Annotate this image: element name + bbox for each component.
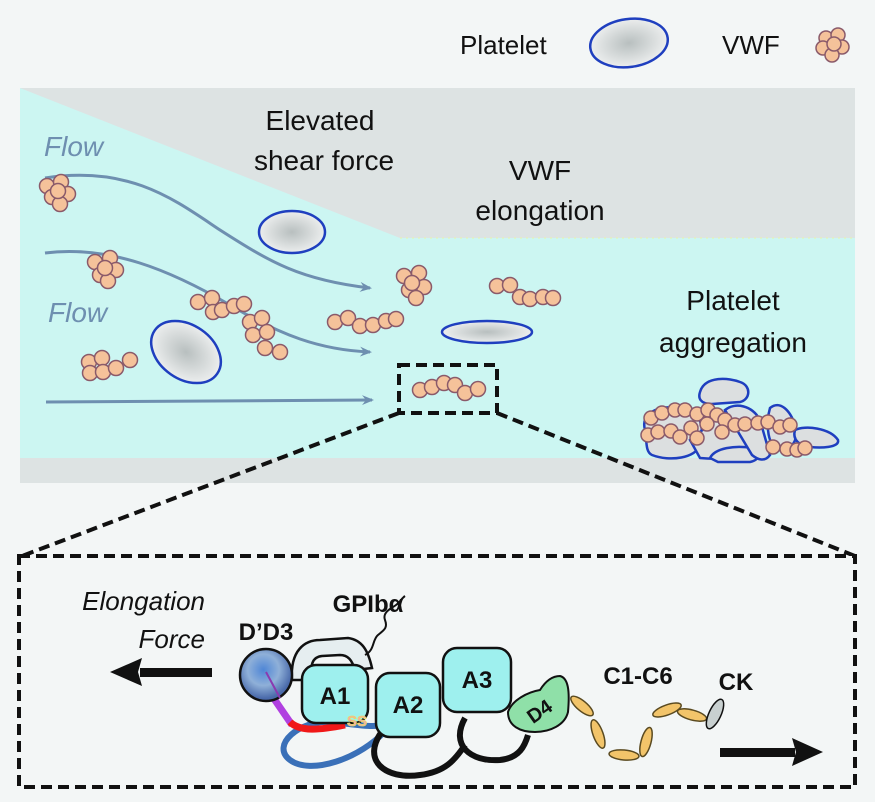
vwf-bead bbox=[403, 274, 421, 292]
legend-vwf-label: VWF bbox=[722, 30, 780, 60]
vwf-bead bbox=[271, 343, 289, 361]
vwf-cluster-globular bbox=[38, 173, 77, 213]
gpib-alpha-label: GPIbα bbox=[333, 591, 404, 618]
vwf-bead bbox=[93, 349, 111, 367]
legend: Platelet VWF bbox=[460, 17, 850, 69]
c-domain-5 bbox=[652, 702, 682, 718]
vwf-bead bbox=[782, 417, 798, 433]
vwf-bead bbox=[469, 380, 487, 398]
vwf-multimers bbox=[38, 173, 562, 402]
c-domain-4 bbox=[639, 726, 653, 758]
d4-domain bbox=[506, 674, 570, 734]
elongation-force-arrow-right bbox=[720, 738, 823, 766]
vwf-chain-elongating bbox=[326, 309, 405, 335]
a2-label: A2 bbox=[393, 692, 424, 719]
linker-black-a2 bbox=[371, 728, 468, 779]
dd3-inner-line bbox=[265, 671, 281, 699]
shear-label-line1: Elevated bbox=[266, 105, 375, 136]
flow-label-top: Flow bbox=[44, 131, 105, 162]
vwf-bead bbox=[96, 259, 114, 277]
vwf-bead bbox=[235, 295, 253, 313]
aggregation-label-line1: Platelet bbox=[686, 285, 780, 316]
c-domain-3 bbox=[608, 749, 640, 761]
a3-label: A3 bbox=[462, 667, 493, 694]
vessel-lumen bbox=[20, 88, 855, 458]
zoom-region-box bbox=[397, 363, 499, 415]
a1-domain bbox=[300, 663, 370, 725]
vwf-bead bbox=[689, 430, 705, 446]
a3-domain bbox=[441, 646, 513, 714]
flow-arrow-3 bbox=[45, 395, 374, 406]
vwf-bead bbox=[387, 310, 405, 328]
vwf-bead bbox=[699, 416, 715, 432]
legend-vwf-icon bbox=[815, 27, 850, 63]
vwf-domain-inset: Elongation Force GPIbα D’D3 A1 SS A2 bbox=[17, 554, 857, 789]
linker-blue bbox=[280, 718, 397, 769]
linker-red bbox=[287, 719, 346, 733]
legend-platelet-icon bbox=[588, 17, 670, 69]
aggregation-label-line2: aggregation bbox=[659, 327, 807, 358]
a2-domain bbox=[374, 671, 442, 739]
vwf-chain-partial bbox=[80, 349, 139, 382]
c-domain-1 bbox=[570, 695, 594, 717]
vwf-bead bbox=[737, 416, 753, 432]
vwf-bead bbox=[107, 359, 125, 377]
gpib-alpha-tail bbox=[364, 595, 406, 656]
elongation-force-arrow-left bbox=[110, 658, 212, 686]
vwf-bead bbox=[244, 326, 262, 344]
vwf-bead bbox=[654, 405, 670, 421]
ck-label: CK bbox=[719, 669, 754, 696]
vwf-bead bbox=[258, 323, 276, 341]
vwf-bead bbox=[765, 439, 781, 455]
platelet-aggregate bbox=[640, 377, 840, 464]
elongation-label-line2: elongation bbox=[475, 195, 604, 226]
aggregate-platelet bbox=[698, 377, 750, 406]
vwf-bead bbox=[826, 36, 842, 52]
vwf-bead bbox=[339, 309, 357, 327]
legend-platelet-label: Platelet bbox=[460, 30, 547, 60]
platelet-flattened bbox=[440, 319, 534, 345]
flow-arrow-1 bbox=[44, 173, 372, 292]
vwf-bead bbox=[253, 309, 271, 327]
disulfide-bond-label: SS bbox=[347, 713, 367, 730]
zoom-connector-right bbox=[496, 411, 856, 558]
vwf-chain-elongated bbox=[488, 276, 562, 308]
blood-vessel: Flow Flow Elevated shear force VWF elong… bbox=[20, 88, 855, 483]
vwf-bead bbox=[501, 276, 519, 294]
vwf-bead bbox=[797, 440, 813, 456]
a1-label: A1 bbox=[320, 683, 351, 710]
dd3-domain bbox=[238, 647, 294, 703]
vwf-bead bbox=[650, 424, 666, 440]
platelet-resting-2 bbox=[149, 319, 223, 385]
vwf-bead bbox=[49, 182, 67, 200]
force-label-line1: Elongation bbox=[82, 586, 205, 616]
ck-domain bbox=[705, 698, 725, 730]
aggregate-vwf-strands bbox=[640, 402, 813, 458]
vwf-chain-uncoiling bbox=[189, 289, 289, 361]
dd3-label: D’D3 bbox=[239, 619, 294, 646]
vwf-cluster-globular-2 bbox=[86, 249, 125, 290]
vwf-chain-in-zoom-box bbox=[411, 374, 487, 402]
c1-c6-label: C1-C6 bbox=[603, 663, 672, 690]
c-domain-2 bbox=[590, 719, 606, 749]
vwf-bead bbox=[256, 339, 274, 357]
platelet-resting-1 bbox=[257, 209, 327, 255]
vwf-cluster-globular-3 bbox=[395, 264, 433, 307]
vwf-bead bbox=[714, 424, 730, 440]
c1-c6-domains bbox=[570, 695, 708, 761]
vwf-bead bbox=[121, 351, 139, 369]
linker-black-a3 bbox=[457, 716, 531, 764]
vwf-bead bbox=[189, 293, 207, 311]
vwf-bead bbox=[407, 289, 425, 307]
elongation-label-line1: VWF bbox=[509, 155, 571, 186]
vwf-bead bbox=[672, 429, 688, 445]
vwf-bead bbox=[203, 289, 221, 307]
force-label-line2: Force bbox=[139, 624, 205, 654]
vwf-bead bbox=[544, 289, 562, 307]
shear-label-line2: shear force bbox=[254, 145, 394, 176]
flow-label-bottom: Flow bbox=[48, 297, 109, 328]
